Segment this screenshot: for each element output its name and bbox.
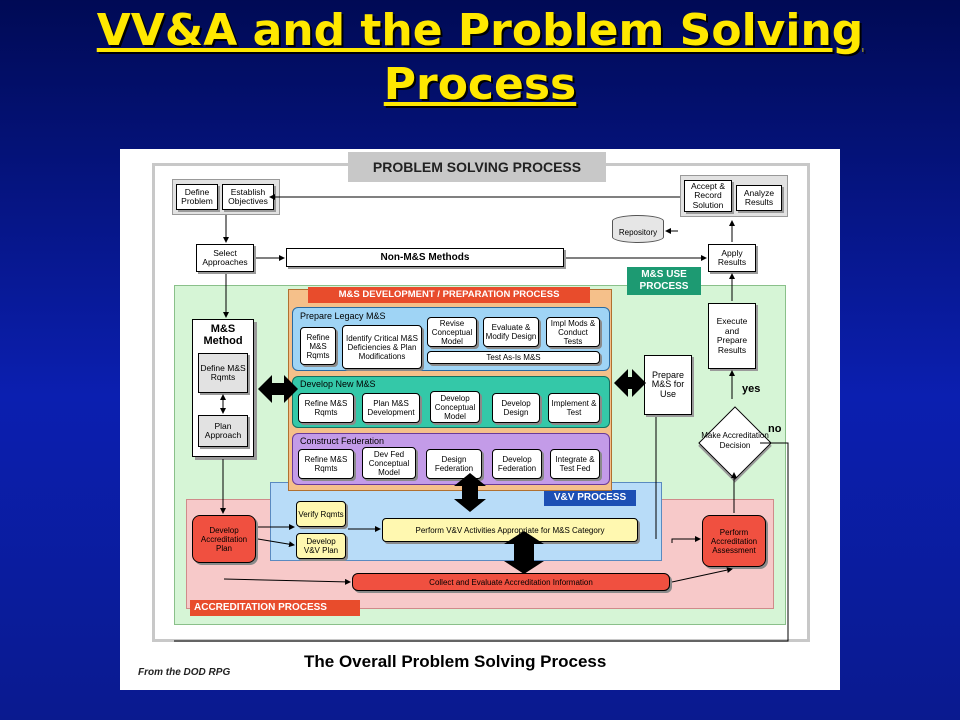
apply-results-box: Apply Results (708, 244, 756, 272)
new-step-3: Develop Conceptual Model (430, 391, 480, 423)
legacy-step-4: Evaluate & Modify Design (483, 317, 539, 347)
no-label: no (768, 423, 782, 435)
vv-label: V&V PROCESS (544, 490, 636, 506)
new-step-2: Plan M&S Development (362, 393, 420, 423)
collect-evaluate-box: Collect and Evaluate Accreditation Infor… (352, 573, 670, 591)
process-diagram: PROBLEM SOLVING PROCESS Define Problem E… (120, 149, 840, 690)
define-ms-rqmts-box: Define M&S Rqmts (198, 353, 248, 393)
develop-vv-plan-box: Develop V&V Plan (296, 533, 346, 559)
new-step-5: Implement & Test (548, 393, 600, 423)
ms-use-label: M&S USE PROCESS (627, 267, 701, 295)
new-step-1: Refine M&S Rqmts (298, 393, 354, 423)
ms-method-title: M&S Method (203, 323, 243, 347)
prepare-ms-use-box: Prepare M&S for Use (644, 355, 692, 415)
fed-step-1: Refine M&S Rqmts (298, 449, 354, 479)
develop-accreditation-plan-box: Develop Accreditation Plan (192, 515, 256, 563)
repository-label: Repository (618, 228, 658, 237)
fed-step-3: Design Federation (426, 449, 482, 479)
define-problem-box: Define Problem (176, 184, 218, 210)
accept-record-box: Accept & Record Solution (684, 180, 732, 212)
yes-label: yes (742, 383, 761, 395)
accreditation-label: ACCREDITATION PROCESS (190, 600, 360, 616)
repository-cylinder (612, 215, 664, 243)
source-note: From the DOD RPG (138, 667, 231, 678)
legacy-step-3: Revise Conceptual Model (427, 317, 477, 347)
plan-approach-box: Plan Approach (198, 415, 248, 447)
non-ms-methods-box: Non-M&S Methods (286, 248, 564, 267)
legacy-title: Prepare Legacy M&S (300, 311, 386, 321)
verify-rqmts-box: Verify Rqmts (296, 501, 346, 527)
legacy-step-2: Identify Critical M&S Deficiencies & Pla… (342, 325, 422, 369)
select-approaches-box: Select Approaches (196, 244, 254, 272)
dev-prep-label: M&S DEVELOPMENT / PREPARATION PROCESS (308, 287, 590, 303)
federation-title: Construct Federation (300, 436, 385, 446)
decision-label: Make Accreditation Decision (701, 431, 769, 450)
slide-title: VV&A and the Problem Solving Process (96, 5, 864, 110)
legacy-step-5: Impl Mods & Conduct Tests (546, 317, 600, 347)
execute-prepare-box: Execute and Prepare Results (708, 303, 756, 369)
legacy-step-1: Refine M&S Rqmts (300, 327, 336, 365)
new-ms-title: Develop New M&S (300, 379, 376, 389)
fed-step-5: Integrate & Test Fed (550, 449, 600, 479)
figure-caption: The Overall Problem Solving Process (304, 652, 607, 671)
legacy-test-as-is: Test As-Is M&S (427, 351, 600, 364)
diagram-header: PROBLEM SOLVING PROCESS (348, 152, 606, 182)
fed-step-4: Develop Federation (492, 449, 542, 479)
new-step-4: Develop Design (492, 393, 540, 423)
perform-assessment-box: Perform Accreditation Assessment (702, 515, 766, 567)
connector-layer (174, 194, 789, 642)
fed-step-2: Dev Fed Conceptual Model (362, 447, 416, 479)
analyze-results-box: Analyze Results (736, 185, 782, 211)
